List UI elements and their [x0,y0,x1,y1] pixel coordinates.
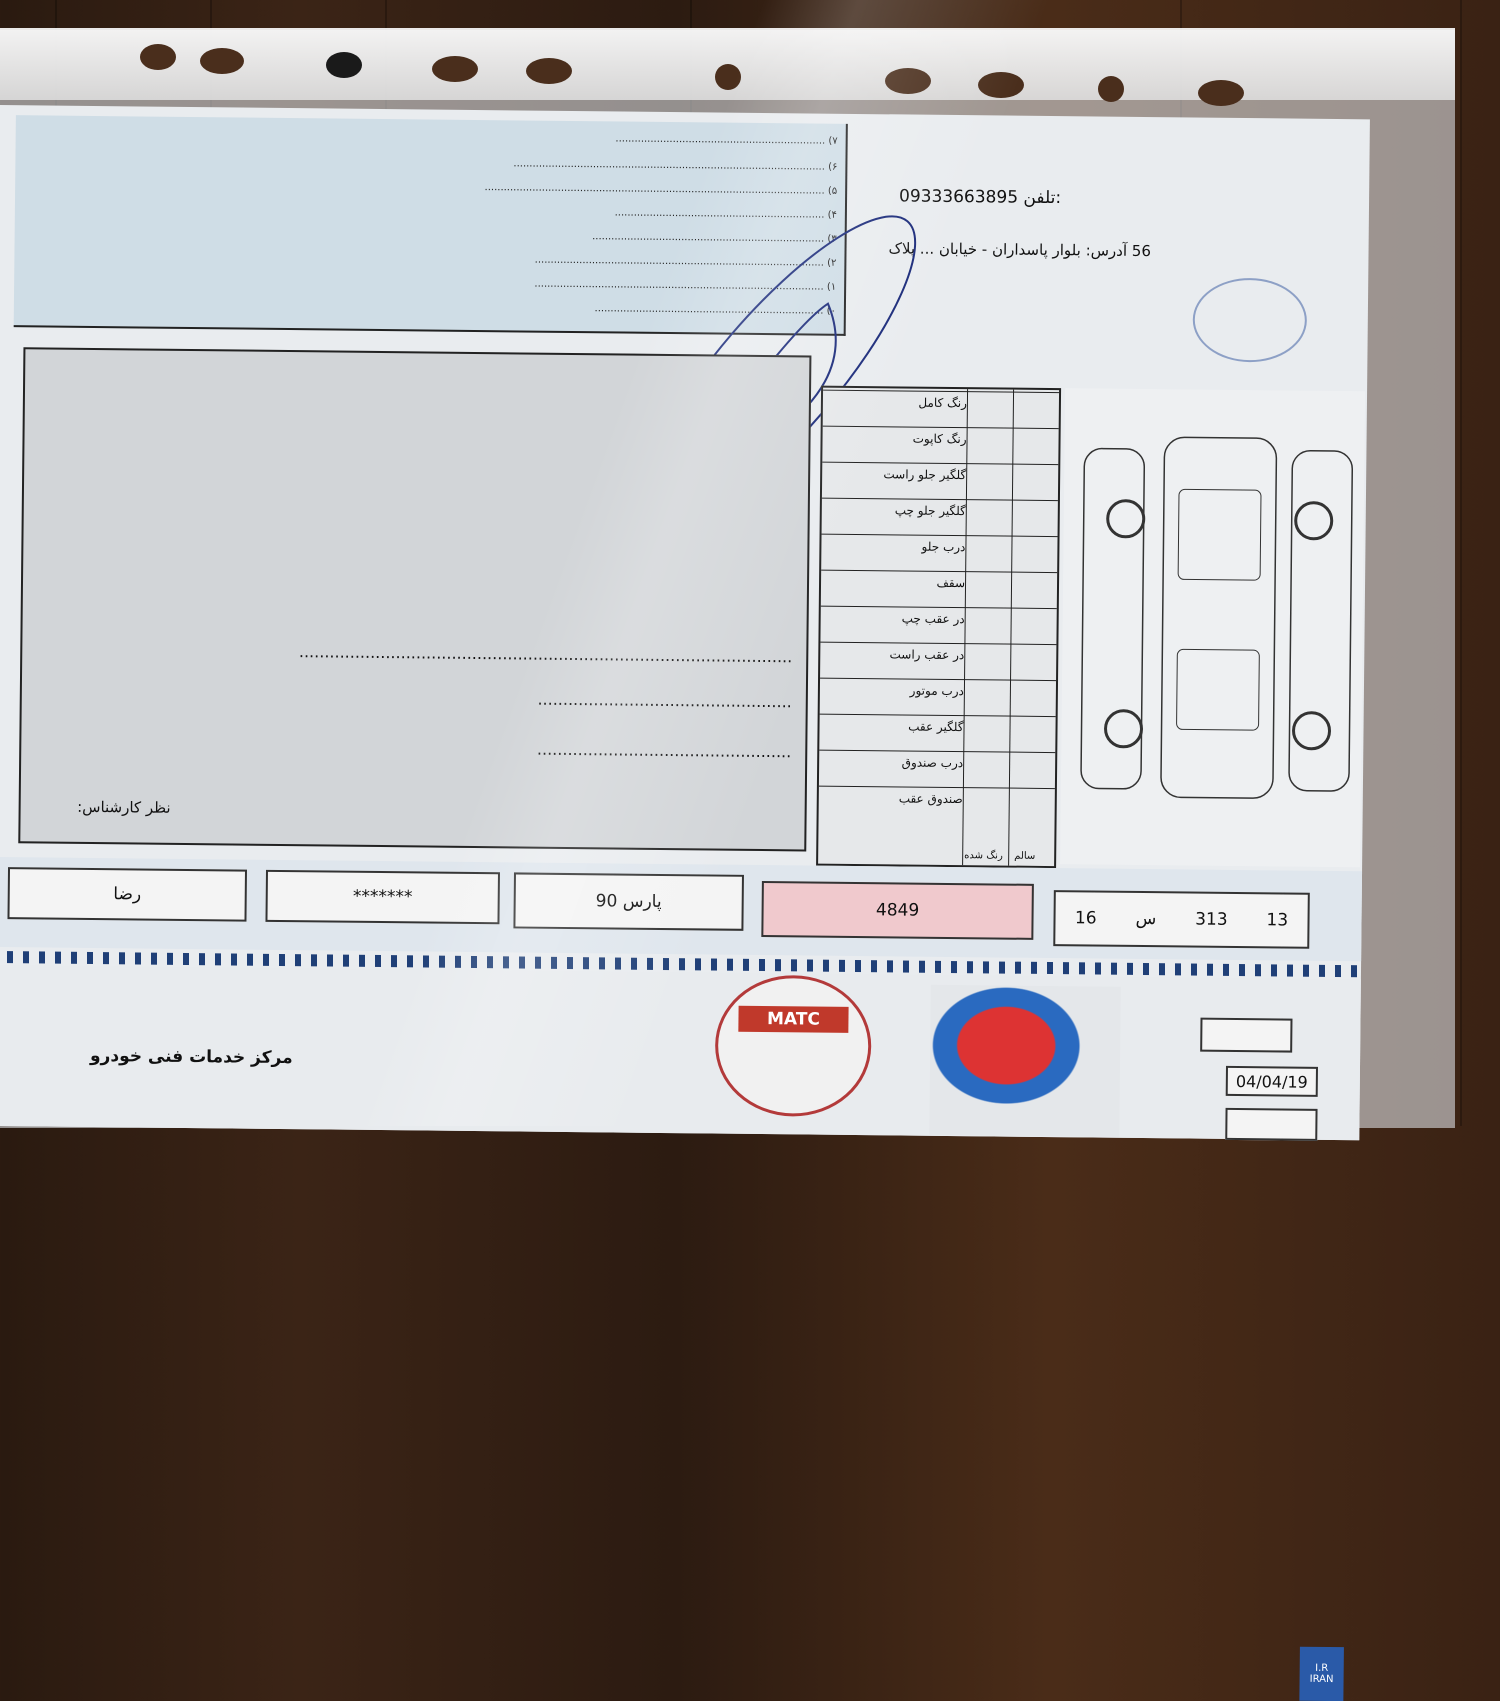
car-diagram [1060,388,1366,868]
remark-line: ........................................… [537,689,792,712]
license-plate: 16 س 313 13 [1053,890,1310,949]
term-line: ۷) .....................................… [615,133,838,147]
remarks-box: ........................................… [18,347,812,852]
owner-code-value: ******* [352,886,413,908]
remark-line: ........................................… [298,642,793,667]
table-row: در عقب چپ [820,605,1057,637]
plate-region: 13 [1266,910,1289,931]
row-label: درب موتور [909,683,964,699]
punch-hole [1098,76,1124,102]
row-label: صندوق عقب [898,791,963,807]
blue-stamp [1192,277,1308,363]
vehicle-model-field: 90 پارس [513,872,744,931]
table-row: رنگ کامل [822,389,1060,421]
punch-hole [978,72,1024,98]
col-head: رنگ شده [964,850,1003,862]
owner-code-field: ******* [265,869,500,925]
table-row: گلگیر جلو چپ [821,497,1058,529]
vehicle-info-band: رضا ******* 90 پارس 4849 16 س 313 13 I.R… [0,856,1363,1701]
row-label: گلگیر عقب [908,719,964,735]
row-label: درب جلو [921,539,966,555]
row-label: رنگ کامل [918,395,968,411]
time-field [1225,1107,1318,1141]
table-row: درب جلو [821,533,1058,565]
table-row: در عقب راست [820,641,1057,673]
receipt-field [1200,1017,1293,1053]
logo-wordmark: MATC [738,1005,849,1033]
phone-label: :تلفن [1023,187,1062,209]
company-name: مرکز خدمات فنی خودرو [89,1045,293,1069]
date-field: 04/04/19 [1225,1065,1318,1097]
table-row: درب صندوق [819,749,1056,781]
row-label: گلگیر جلو راست [883,467,967,483]
plate-country-top: I.R [1315,1662,1329,1674]
punch-hole [526,58,572,84]
date-value: 04/04/19 [1235,1071,1308,1092]
punch-hole [432,56,478,82]
mileage-value: 4849 [875,900,920,921]
table-row: رنگ کاپوت [822,425,1059,457]
plate-number: 313 [1195,909,1228,930]
vehicle-model-value: 90 پارس [595,891,662,912]
row-label: سقف [936,575,966,591]
row-label: گلگیر جلو چپ [894,503,966,519]
row-label: رنگ کاپوت [912,431,967,447]
row-label: درب صندوق [901,755,964,771]
punch-hole [140,44,176,70]
inspector-value: رضا [113,884,142,905]
punch-hole [200,48,244,74]
term-line: ۶) .....................................… [513,158,838,173]
punch-hole [326,52,362,78]
col-head: سالم [1014,850,1036,862]
table-row: صندوق عقب [818,785,1055,817]
body-check-table: رنگ کامل رنگ کاپوت گلگیر جلو راست گلگیر جلو… [816,385,1062,869]
wood-grain [1460,0,1462,1126]
inspector-field: رضا [7,867,248,922]
car-outline-icon [1080,436,1354,799]
row-label: در عقب راست [889,647,965,663]
punch-hole [1198,80,1244,106]
remarks-title: نظر کارشناس: [77,797,171,817]
table-row: سقف [820,569,1058,601]
car-lift-image [929,984,1121,1137]
row-label: در عقب چپ [901,611,965,627]
sleeve-binding-strip [0,30,1455,106]
plate-country-bottom: IRAN [1309,1673,1334,1686]
plate-prefix: 16 [1074,908,1097,929]
table-rows: رنگ کامل رنگ کاپوت گلگیر جلو راست گلگیر جلو… [818,388,1060,817]
plate-letter: س [1135,908,1157,930]
table-row: درب موتور [819,677,1057,709]
table-row: گلگیر جلو راست [822,461,1059,493]
inspection-form: ۷) .....................................… [0,105,1370,1701]
punch-hole [715,64,741,90]
remark-line: ........................................… [536,739,792,762]
form-footer: مرکز خدمات فنی خودرو MATC 04/04/19 [0,964,1361,1141]
plate-country-badge: I.R IRAN [1299,1646,1344,1701]
punch-hole [885,68,931,94]
company-logo: MATC [714,974,872,1118]
mileage-field: 4849 [761,881,1034,940]
table-row: گلگیر عقب [819,713,1056,745]
